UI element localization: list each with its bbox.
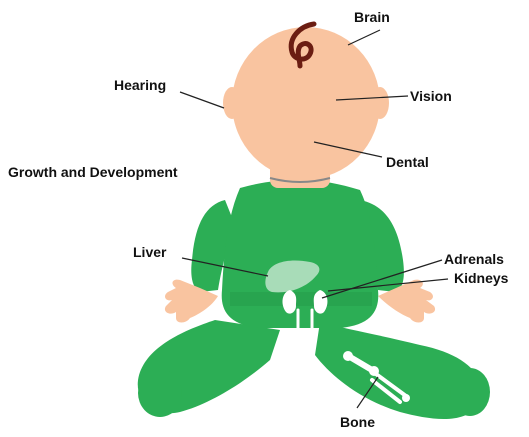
label-bone: Bone [340,414,375,430]
brain-leader [348,30,380,45]
label-growth: Growth and Development [8,164,178,180]
label-brain: Brain [354,9,390,25]
label-dental: Dental [386,154,429,170]
label-hearing: Hearing [114,77,166,93]
right-foot [450,368,490,416]
hearing-leader [180,92,224,108]
label-vision: Vision [410,88,452,104]
waist-shade [230,292,372,306]
bladder-icon [295,344,315,356]
label-kidneys: Kidneys [454,270,509,286]
legs [138,320,490,419]
left-foot [138,369,182,417]
label-liver: Liver [133,244,167,260]
head [232,27,380,179]
label-adrenals: Adrenals [444,251,504,267]
